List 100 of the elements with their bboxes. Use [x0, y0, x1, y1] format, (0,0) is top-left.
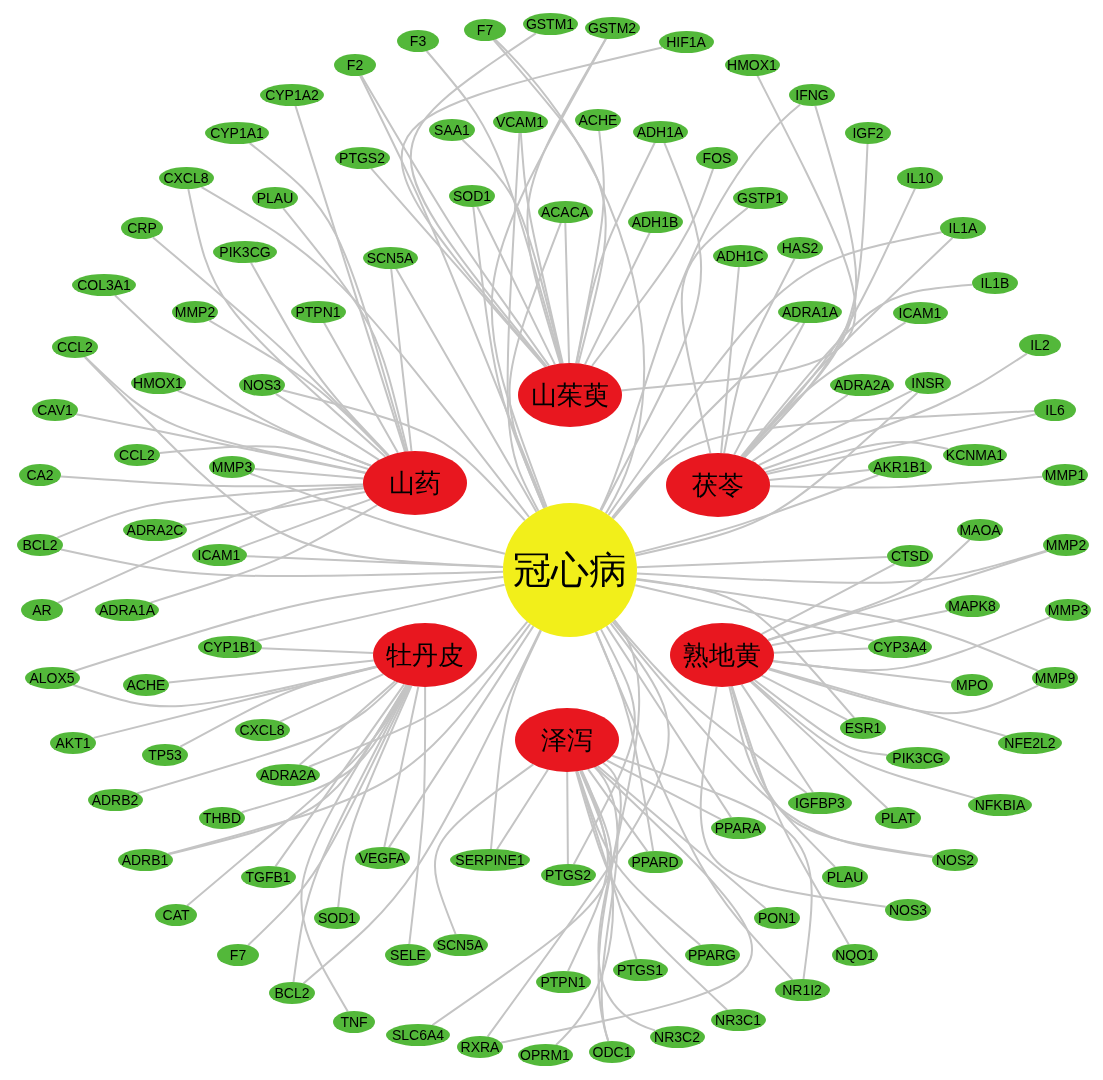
target-node: MMP3	[1044, 599, 1092, 621]
target-node: ADH1C	[712, 245, 768, 267]
network-edge	[492, 39, 607, 365]
network-edge	[59, 475, 364, 488]
network-edge	[56, 485, 365, 539]
network-edge	[92, 666, 378, 739]
network-edge	[294, 104, 406, 453]
target-node: RXRA	[456, 1036, 504, 1058]
network-edge	[506, 132, 540, 512]
network-edge	[611, 754, 813, 980]
network-edge	[238, 498, 372, 549]
target-node: GSTP1	[732, 187, 788, 209]
network-edge	[496, 768, 549, 851]
target-node: IL1B	[971, 272, 1019, 294]
network-edge	[408, 686, 427, 945]
target-node: IL1A	[939, 217, 987, 239]
target-node: SOD1	[313, 907, 361, 929]
target-node: AKR1B1	[868, 456, 932, 478]
network-edge	[753, 679, 889, 756]
network-edge	[302, 629, 542, 985]
target-node: PLAU	[821, 866, 869, 888]
target-node: F7	[464, 19, 506, 41]
network-edge	[250, 261, 390, 457]
network-edge	[620, 74, 857, 392]
network-edge	[764, 441, 950, 474]
network-edge	[337, 684, 413, 908]
target-node: ADH1B	[627, 211, 683, 233]
target-node: SAA1	[428, 119, 476, 141]
network-edge	[136, 681, 399, 795]
network-edge	[634, 391, 919, 557]
network-edge	[472, 206, 546, 510]
network-edge	[281, 389, 526, 522]
herb-node: 牡丹皮	[373, 623, 477, 687]
network-edge	[600, 141, 703, 512]
network-edge	[490, 629, 543, 850]
target-node: ACHE	[122, 674, 170, 696]
network-edge	[768, 667, 1007, 737]
herb-node: 熟地黄	[670, 623, 774, 687]
target-node: AR	[21, 599, 63, 621]
target-node: HMOX1	[724, 54, 780, 76]
network-edge	[597, 762, 656, 1032]
target-node: CYP1B1	[198, 636, 262, 658]
target-node: PPARD	[627, 851, 683, 873]
target-node: GSTM1	[522, 13, 578, 35]
target-node: FOS	[696, 147, 738, 169]
network-edge	[680, 206, 749, 455]
network-edge	[494, 38, 646, 515]
target-node: NR3C2	[649, 1026, 705, 1048]
target-node: CYP1A2	[260, 84, 324, 106]
target-node: IGF2	[844, 122, 892, 144]
target-node: CXCL8	[234, 719, 290, 741]
target-node: CTSD	[886, 545, 934, 567]
network-edge	[605, 759, 723, 821]
target-node: NR3C1	[710, 1009, 766, 1031]
network-edge	[383, 685, 420, 848]
network-edge	[249, 472, 506, 555]
network-edge	[360, 74, 550, 367]
network-edge	[395, 267, 538, 513]
network-edge	[500, 765, 752, 1044]
target-node: HMOX1	[130, 372, 186, 394]
target-node: PTGS2	[540, 864, 596, 886]
target-node: ADH1A	[632, 121, 688, 143]
network-edge	[208, 319, 389, 457]
target-node: HIF1A	[658, 31, 714, 53]
network-edge	[575, 130, 605, 365]
network-edge	[633, 474, 880, 555]
target-node: SLC6A4	[386, 1024, 450, 1046]
target-node: ICAM1	[191, 544, 247, 566]
network-edge	[158, 445, 370, 470]
herb-node: 山药	[363, 451, 467, 515]
network-edge	[75, 413, 367, 474]
network-edge	[260, 647, 375, 654]
target-node: MAOA	[956, 519, 1004, 541]
network-edge	[595, 630, 655, 852]
target-node: IFNG	[788, 84, 836, 106]
network-edge	[750, 680, 977, 800]
target-node: TP53	[141, 744, 189, 766]
target-node: ADRA2A	[256, 764, 320, 786]
network-edge	[187, 188, 387, 458]
network-edge	[409, 32, 548, 368]
network-edge	[72, 575, 505, 673]
herb-node: 山茱萸	[518, 363, 622, 427]
target-node: ACHE	[574, 109, 622, 131]
target-node: CAT	[155, 904, 197, 926]
target-node: BCL2	[16, 534, 64, 556]
network-edge	[274, 683, 406, 868]
network-edge	[742, 321, 907, 458]
network-edge	[323, 321, 399, 454]
target-node: NOS2	[931, 849, 979, 871]
network-edge	[635, 556, 888, 569]
network-edge	[728, 685, 837, 868]
network-edge	[720, 266, 740, 455]
network-edge	[60, 548, 504, 578]
target-node: COL3A1	[72, 274, 136, 296]
target-node: NFE2L2	[998, 732, 1062, 754]
target-node: MPO	[951, 674, 993, 696]
network-edge	[575, 770, 729, 1011]
target-node: ADRA1A	[95, 599, 159, 621]
network-edge	[298, 680, 397, 766]
network-edge	[308, 620, 529, 768]
